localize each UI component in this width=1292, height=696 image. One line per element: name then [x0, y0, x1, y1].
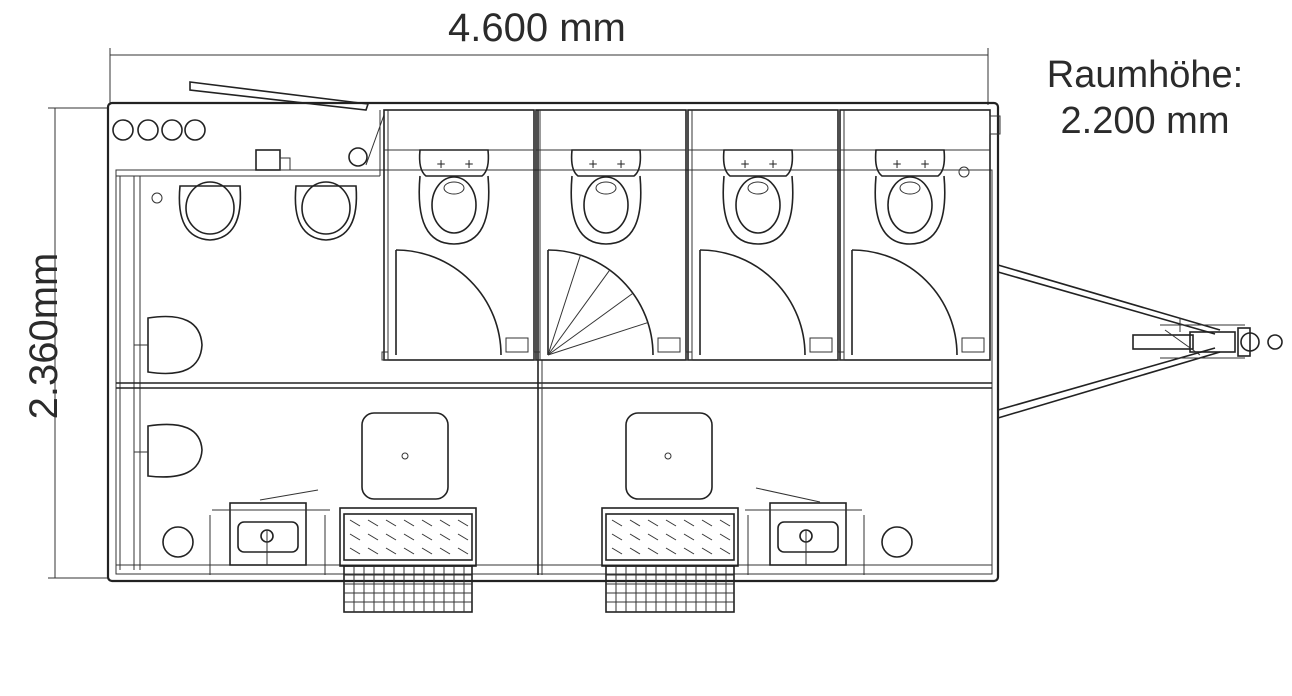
entry-step [339, 507, 477, 613]
svg-text:+: + [464, 157, 474, 171]
depth-dimension-line [48, 107, 108, 579]
entrance-steps [339, 507, 739, 613]
room-divider [116, 110, 992, 575]
shower-trays [361, 412, 713, 500]
toilet-tank [570, 149, 642, 177]
door-swing [699, 249, 806, 356]
tank-circles [112, 81, 385, 171]
svg-text:+: + [616, 157, 626, 171]
door-swing [395, 249, 502, 356]
room-height-value: 2.200 mm [1060, 100, 1230, 142]
entry-step [601, 507, 739, 613]
trailer-outer-wall [106, 101, 1000, 583]
wash-basins [209, 487, 865, 575]
left-room-fixtures [134, 181, 913, 558]
svg-text:+: + [768, 157, 778, 171]
toilet-bowl [570, 175, 642, 245]
svg-text:+: + [920, 157, 930, 171]
depth-dimension-label: 2.360mm [22, 252, 66, 420]
svg-text:+: + [892, 157, 902, 171]
svg-text:+: + [740, 157, 750, 171]
toilet-cabin: ++ [381, 109, 535, 361]
room-height-caption: Raumhöhe: [1046, 54, 1244, 96]
door-swing [547, 249, 654, 356]
room-height-label: Raumhöhe: 2.200 mm [1010, 52, 1280, 144]
toilet-cabin: ++ [837, 109, 991, 361]
width-dimension-label: 4.600 mm [448, 6, 626, 50]
toilet-bowl [874, 175, 946, 245]
trailer-drawbar [989, 115, 1283, 419]
toilet-cabin: ++ [685, 109, 839, 361]
toilet-tank [874, 149, 946, 177]
svg-text:+: + [588, 157, 598, 171]
width-dimension-line [109, 48, 989, 105]
toilet-cabins: ++++++++ [381, 109, 991, 361]
toilet-tank [722, 149, 794, 177]
toilet-bowl [722, 175, 794, 245]
toilet-bowl [418, 175, 490, 245]
toilet-tank [418, 149, 490, 177]
door-swing [851, 249, 958, 356]
svg-text:+: + [436, 157, 446, 171]
toilet-cabin: ++ [533, 109, 687, 361]
